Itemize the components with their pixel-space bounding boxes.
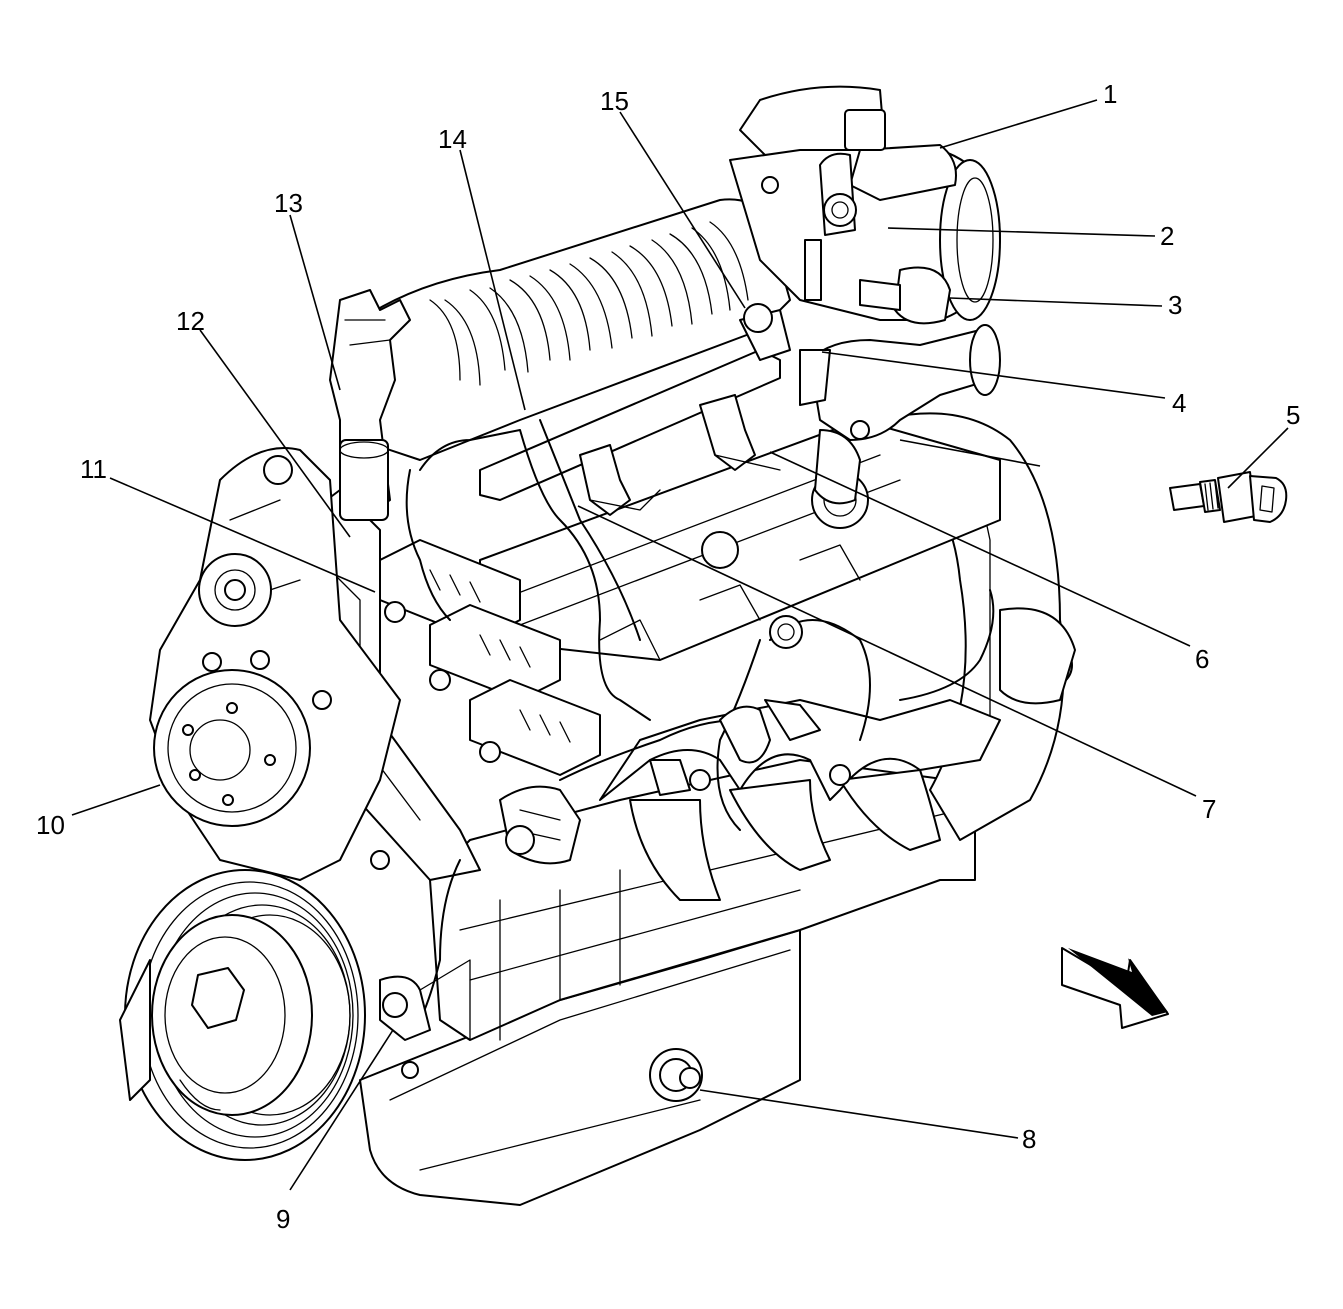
leader-1 (939, 99, 1098, 149)
front-direction-arrow-icon (1061, 947, 1169, 1029)
leader-4 (821, 351, 1166, 399)
leader-10 (71, 784, 161, 816)
callout-3: 3 (1168, 290, 1182, 320)
callout-labels: 1 2 3 4 5 6 7 8 9 10 11 12 13 14 15 (36, 79, 1300, 1234)
leader-11 (109, 477, 376, 593)
callout-15: 15 (600, 86, 629, 116)
leader-7 (577, 505, 1197, 797)
engine-illustration (119, 85, 1076, 1206)
callout-10: 10 (36, 810, 65, 840)
callout-14: 14 (438, 124, 467, 154)
leader-5 (1227, 427, 1289, 489)
leader-8 (699, 1089, 1019, 1139)
leader-13 (289, 214, 341, 391)
sensor-component-icon (1169, 471, 1288, 523)
callout-11: 11 (80, 454, 107, 484)
callout-13: 13 (274, 188, 303, 218)
leader-2 (887, 227, 1156, 237)
callout-7: 7 (1202, 794, 1216, 824)
callout-leader-lines (71, 99, 1289, 1191)
leader-5b (899, 439, 1041, 467)
callout-2: 2 (1160, 221, 1174, 251)
leader-15 (619, 111, 746, 309)
callout-1: 1 (1103, 79, 1117, 109)
leader-9 (289, 1029, 394, 1191)
leader-6 (769, 451, 1191, 647)
callout-8: 8 (1022, 1124, 1036, 1154)
callout-12: 12 (176, 306, 205, 336)
callout-5: 5 (1286, 400, 1300, 430)
callout-6: 6 (1195, 644, 1209, 674)
callout-9: 9 (276, 1204, 290, 1234)
callout-4: 4 (1172, 388, 1186, 418)
leader-3 (949, 297, 1163, 307)
leader-12 (199, 329, 351, 538)
leader-14 (459, 149, 526, 411)
